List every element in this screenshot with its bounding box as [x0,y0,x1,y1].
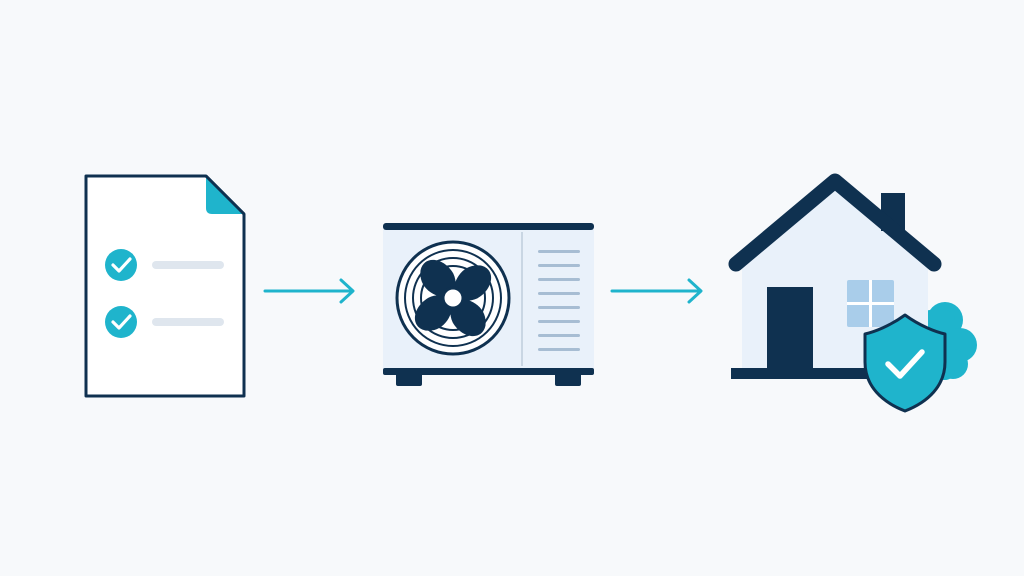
vent-slat [538,348,580,351]
heat-pump-outdoor-unit-icon [383,223,594,386]
checklist-line [152,261,224,269]
checklist-item [105,306,224,338]
unit-top-band [383,223,594,230]
vent-slats [538,250,580,351]
vent-slat [538,264,580,267]
vent-slat [538,250,580,253]
house-with-shield-icon [728,173,977,413]
check-mark-icon [111,314,132,330]
checklist-document-icon [84,174,246,398]
vent-slat [538,278,580,281]
shield-check-icon [863,313,947,413]
check-circle-icon [105,306,137,338]
document-sheet [84,174,246,398]
unit-foot-right [555,372,581,386]
house-roof [728,173,942,272]
unit-foot-left [396,372,422,386]
check-mark-icon [111,257,132,273]
house-window [847,280,894,327]
house-ground-line [731,368,888,379]
arrow-right-icon [610,278,703,304]
checklist-line [152,318,224,326]
vent-slat [538,334,580,337]
checklist-item [105,249,224,281]
house-door [767,287,813,371]
fan-hub [441,286,465,310]
vent-slat [538,320,580,323]
fan-grille [395,240,511,356]
vent-slat [538,306,580,309]
vent-slat [538,292,580,295]
unit-base-band [383,368,594,375]
document-fold-edge [204,174,246,216]
arrow-right-icon [263,278,355,304]
check-circle-icon [105,249,137,281]
